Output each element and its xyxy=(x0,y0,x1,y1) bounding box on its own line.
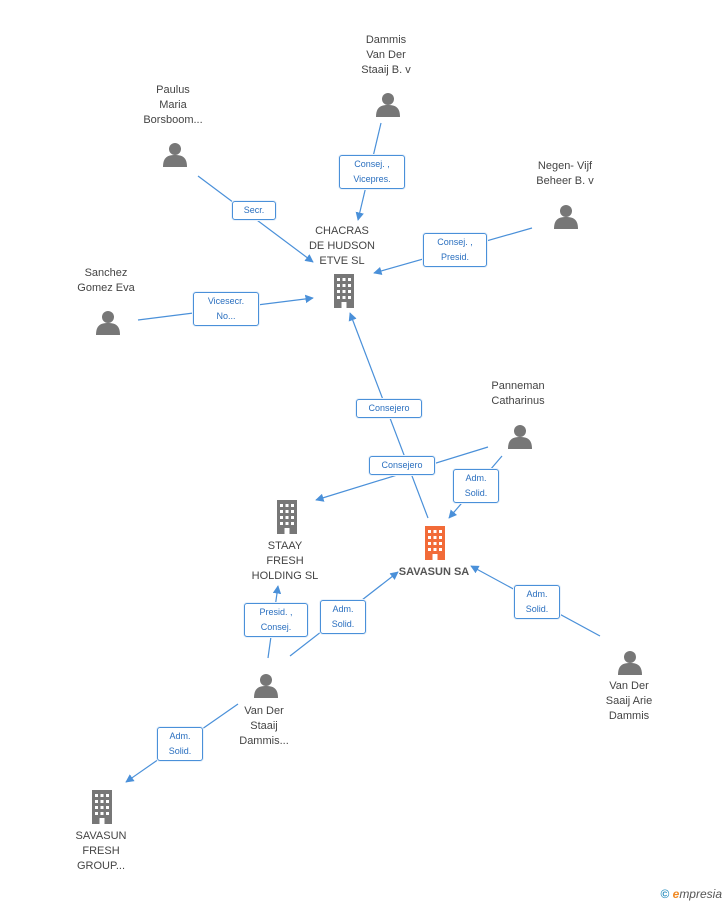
node-label: Panneman Catharinus xyxy=(491,380,545,407)
node-van-der-saaij-arie-dammis[interactable]: Van Der Saaij Arie Dammis xyxy=(590,679,668,724)
node-label: SAVASUN SA xyxy=(398,566,470,578)
node-label: Van Der Staaij Dammis... xyxy=(239,705,289,747)
node-panneman-catharinus[interactable]: Panneman Catharinus xyxy=(474,379,562,409)
node-van-der-staaij-dammis[interactable]: Van Der Staaij Dammis... xyxy=(225,704,303,749)
node-label: Van Der Saaij Arie Dammis xyxy=(605,680,653,722)
person-icon[interactable] xyxy=(554,205,578,229)
building-icon[interactable] xyxy=(425,526,445,560)
building-icon[interactable] xyxy=(334,274,354,308)
node-label: Negen- Vijf Beheer B. v xyxy=(536,160,594,187)
empresia-logo: © empresia xyxy=(660,887,722,901)
node-paulus-maria-borsboom[interactable]: Paulus Maria Borsboom... xyxy=(132,83,214,128)
building-icon[interactable] xyxy=(92,790,112,824)
relation-label[interactable]: Presid. , Consej. xyxy=(244,603,308,637)
node-chacras-de-hudson[interactable]: CHACRAS DE HUDSON ETVE SL xyxy=(300,224,384,269)
node-label: CHACRAS DE HUDSON ETVE SL xyxy=(308,225,375,267)
relation-label[interactable]: Consejero xyxy=(356,399,422,418)
relation-label[interactable]: Vicesecr. No... xyxy=(193,292,259,326)
person-icon[interactable] xyxy=(508,425,532,449)
copyright-symbol: © xyxy=(660,887,670,901)
node-savasun-sa[interactable]: SAVASUN SA xyxy=(386,565,482,580)
relation-label[interactable]: Secr. xyxy=(232,201,276,220)
relation-label[interactable]: Consej. , Presid. xyxy=(423,233,487,267)
node-label: Sanchez Gomez Eva xyxy=(77,267,135,294)
node-label: Paulus Maria Borsboom... xyxy=(143,84,203,126)
relation-label[interactable]: Consejero xyxy=(369,456,435,475)
node-label: Dammis Van Der Staaij B. v xyxy=(361,34,411,76)
person-icon[interactable] xyxy=(618,651,642,675)
node-staay-fresh-holding[interactable]: STAAY FRESH HOLDING SL xyxy=(244,539,326,584)
node-label: STAAY FRESH HOLDING SL xyxy=(251,540,319,582)
brand-name: mpresia xyxy=(679,887,722,901)
node-label: SAVASUN FRESH GROUP... xyxy=(75,830,127,872)
person-icon[interactable] xyxy=(96,311,120,335)
person-icon[interactable] xyxy=(376,93,400,117)
relation-label[interactable]: Adm. Solid. xyxy=(514,585,560,619)
node-savasun-fresh-group[interactable]: SAVASUN FRESH GROUP... xyxy=(62,829,140,874)
node-sanchez-gomez-eva[interactable]: Sanchez Gomez Eva xyxy=(66,266,146,296)
relation-label[interactable]: Adm. Solid. xyxy=(453,469,499,503)
person-icon[interactable] xyxy=(163,143,187,167)
brand-initial: e xyxy=(672,887,680,901)
edges xyxy=(125,122,601,783)
building-icon[interactable] xyxy=(277,500,297,534)
node-dammis-van-der-staaij[interactable]: Dammis Van Der Staaij B. v xyxy=(346,33,426,78)
person-icon[interactable] xyxy=(254,674,278,698)
node-negen-vijf-beheer[interactable]: Negen- Vijf Beheer B. v xyxy=(520,159,610,189)
relation-label[interactable]: Adm. Solid. xyxy=(320,600,366,634)
relation-label[interactable]: Adm. Solid. xyxy=(157,727,203,761)
relation-label[interactable]: Consej. , Vicepres. xyxy=(339,155,405,189)
